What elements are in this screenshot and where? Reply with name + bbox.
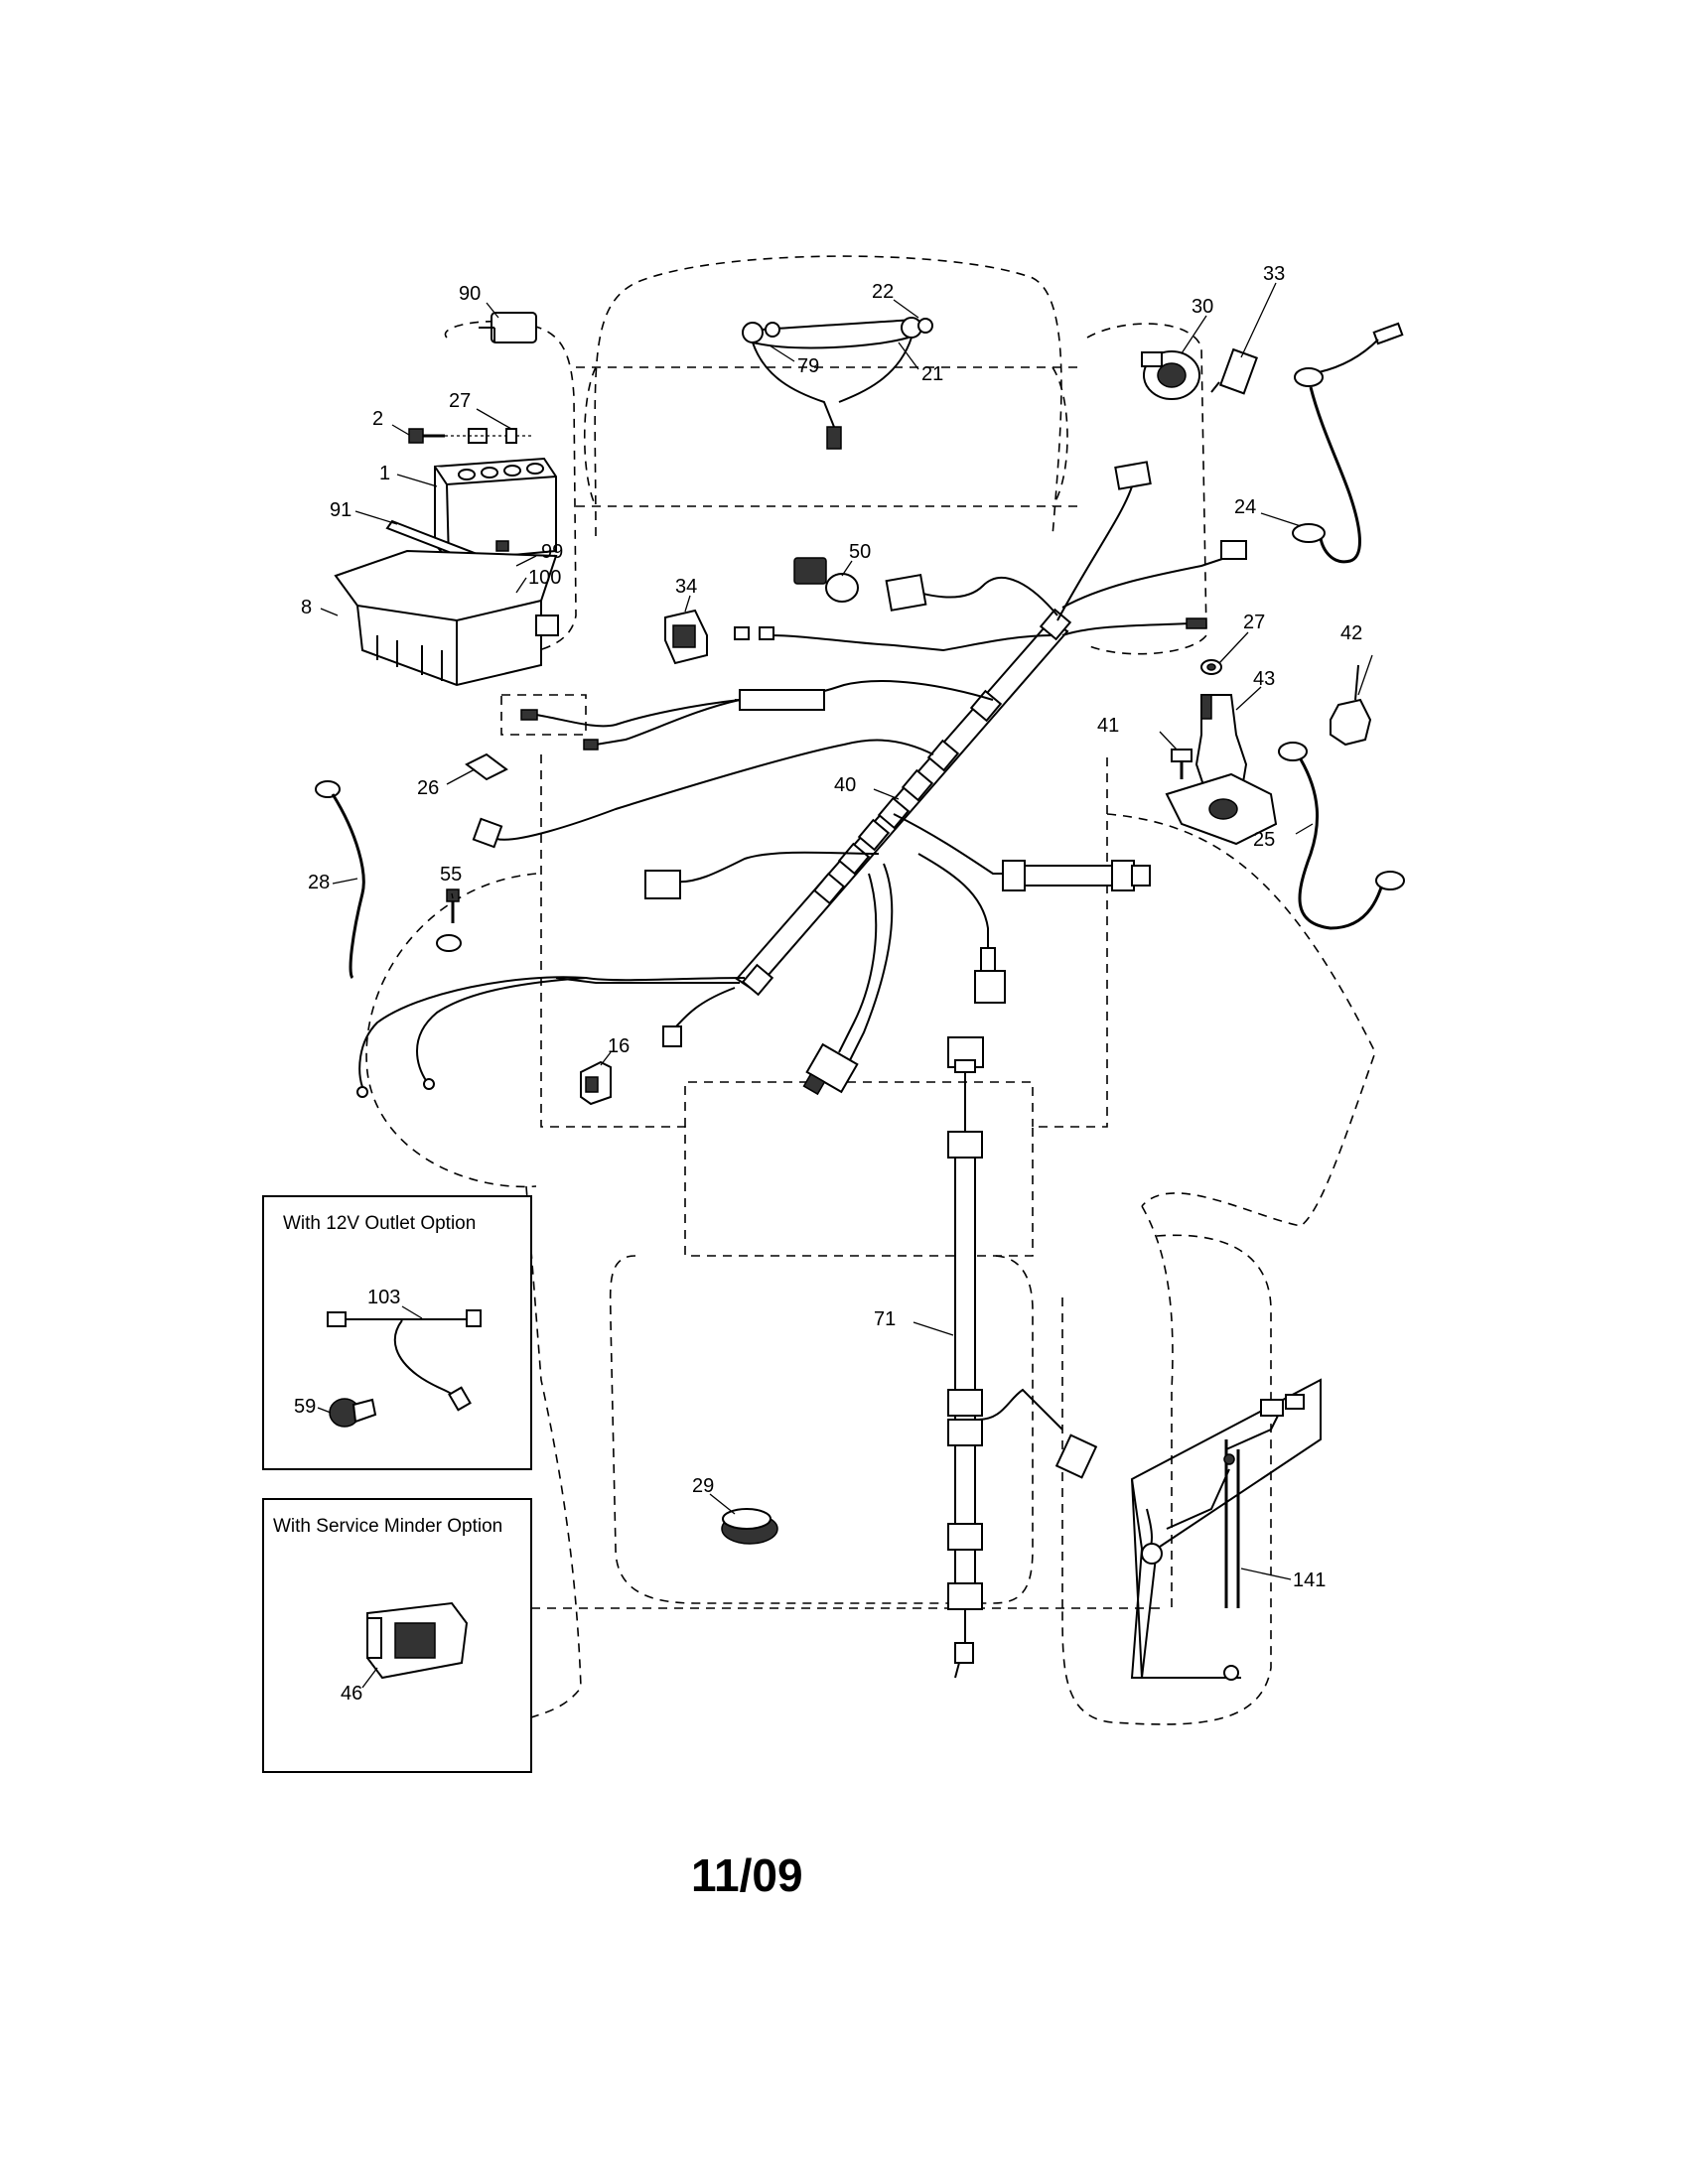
- inset-title-service-minder: With Service Minder Option: [273, 1516, 502, 1537]
- part-71-harness: [947, 1036, 1098, 1679]
- part-41-bolt: [1171, 749, 1193, 779]
- callout-141: 141: [1293, 1570, 1326, 1591]
- callout-8: 8: [301, 597, 312, 618]
- callout-2: 2: [372, 408, 383, 430]
- callout-79: 79: [797, 355, 819, 377]
- leader-lines: [317, 282, 1373, 1689]
- callout-labels: 90 22 33 30 79 21 2 27 1 91 99 100 8 24 …: [294, 263, 1362, 1705]
- callout-43: 43: [1253, 668, 1275, 690]
- part-42-terminal-cover: [1330, 664, 1372, 747]
- callout-30: 30: [1192, 296, 1213, 318]
- callout-41: 41: [1097, 715, 1119, 737]
- part-50-connector: [793, 557, 859, 603]
- callout-29: 29: [692, 1475, 714, 1497]
- callout-59: 59: [294, 1396, 316, 1418]
- callout-71: 71: [874, 1308, 896, 1330]
- callout-100: 100: [528, 567, 561, 589]
- part-34-switch: [664, 609, 708, 665]
- part-55-screw: [436, 888, 462, 952]
- callout-1: 1: [379, 463, 390, 484]
- callout-27-a: 27: [449, 390, 471, 412]
- part-30-ignition-switch: [1141, 350, 1200, 400]
- part-16-relay: [580, 1060, 612, 1106]
- callout-50: 50: [849, 541, 871, 563]
- callout-26: 26: [417, 777, 439, 799]
- callout-46: 46: [341, 1683, 362, 1705]
- callout-27-b: 27: [1243, 612, 1265, 633]
- callout-25: 25: [1253, 829, 1275, 851]
- part-28-ground-cable: [315, 780, 365, 980]
- part-29-seat-switch: [721, 1508, 778, 1545]
- footer-date-code: 11/09: [691, 1849, 803, 1901]
- part-33-connector: [1210, 347, 1258, 395]
- callout-90: 90: [459, 283, 481, 305]
- callout-24: 24: [1234, 496, 1256, 518]
- part-27-nut-b: [1200, 659, 1222, 675]
- callout-22: 22: [872, 281, 894, 303]
- part-8-battery-tray: [334, 549, 559, 687]
- callout-91: 91: [330, 499, 351, 521]
- chassis-outline: [365, 255, 1376, 1725]
- part-2-bolt: [408, 428, 445, 444]
- callout-16: 16: [608, 1035, 630, 1057]
- inset-title-outlet: With 12V Outlet Option: [283, 1213, 476, 1234]
- part-141-pto-assembly: [1130, 1378, 1322, 1681]
- part-27-nut: [445, 428, 531, 444]
- callout-21: 21: [921, 363, 943, 385]
- callout-34: 34: [675, 576, 697, 598]
- callout-42: 42: [1340, 622, 1362, 644]
- inset-service-minder: With Service Minder Option: [262, 1498, 532, 1773]
- part-43-solenoid: [1165, 694, 1278, 846]
- callout-55: 55: [440, 864, 462, 886]
- part-40-main-harness: [356, 461, 1247, 1098]
- part-22-21-headlight-harness: [742, 317, 933, 450]
- callout-40: 40: [834, 774, 856, 796]
- part-26-fuse: [465, 752, 508, 781]
- callout-28: 28: [308, 872, 330, 893]
- callout-99: 99: [541, 541, 563, 563]
- inset-12v-outlet: With 12V Outlet Option: [262, 1195, 532, 1470]
- callout-33: 33: [1263, 263, 1285, 285]
- part-46-service-minder: [366, 1601, 469, 1680]
- part-25-cable: [1278, 742, 1405, 930]
- part-59-power-outlet: [329, 1398, 377, 1428]
- part-24-battery-cable: [1292, 322, 1404, 564]
- callout-103: 103: [367, 1287, 400, 1308]
- part-1-battery: [434, 457, 557, 563]
- part-90-connector: [479, 312, 537, 343]
